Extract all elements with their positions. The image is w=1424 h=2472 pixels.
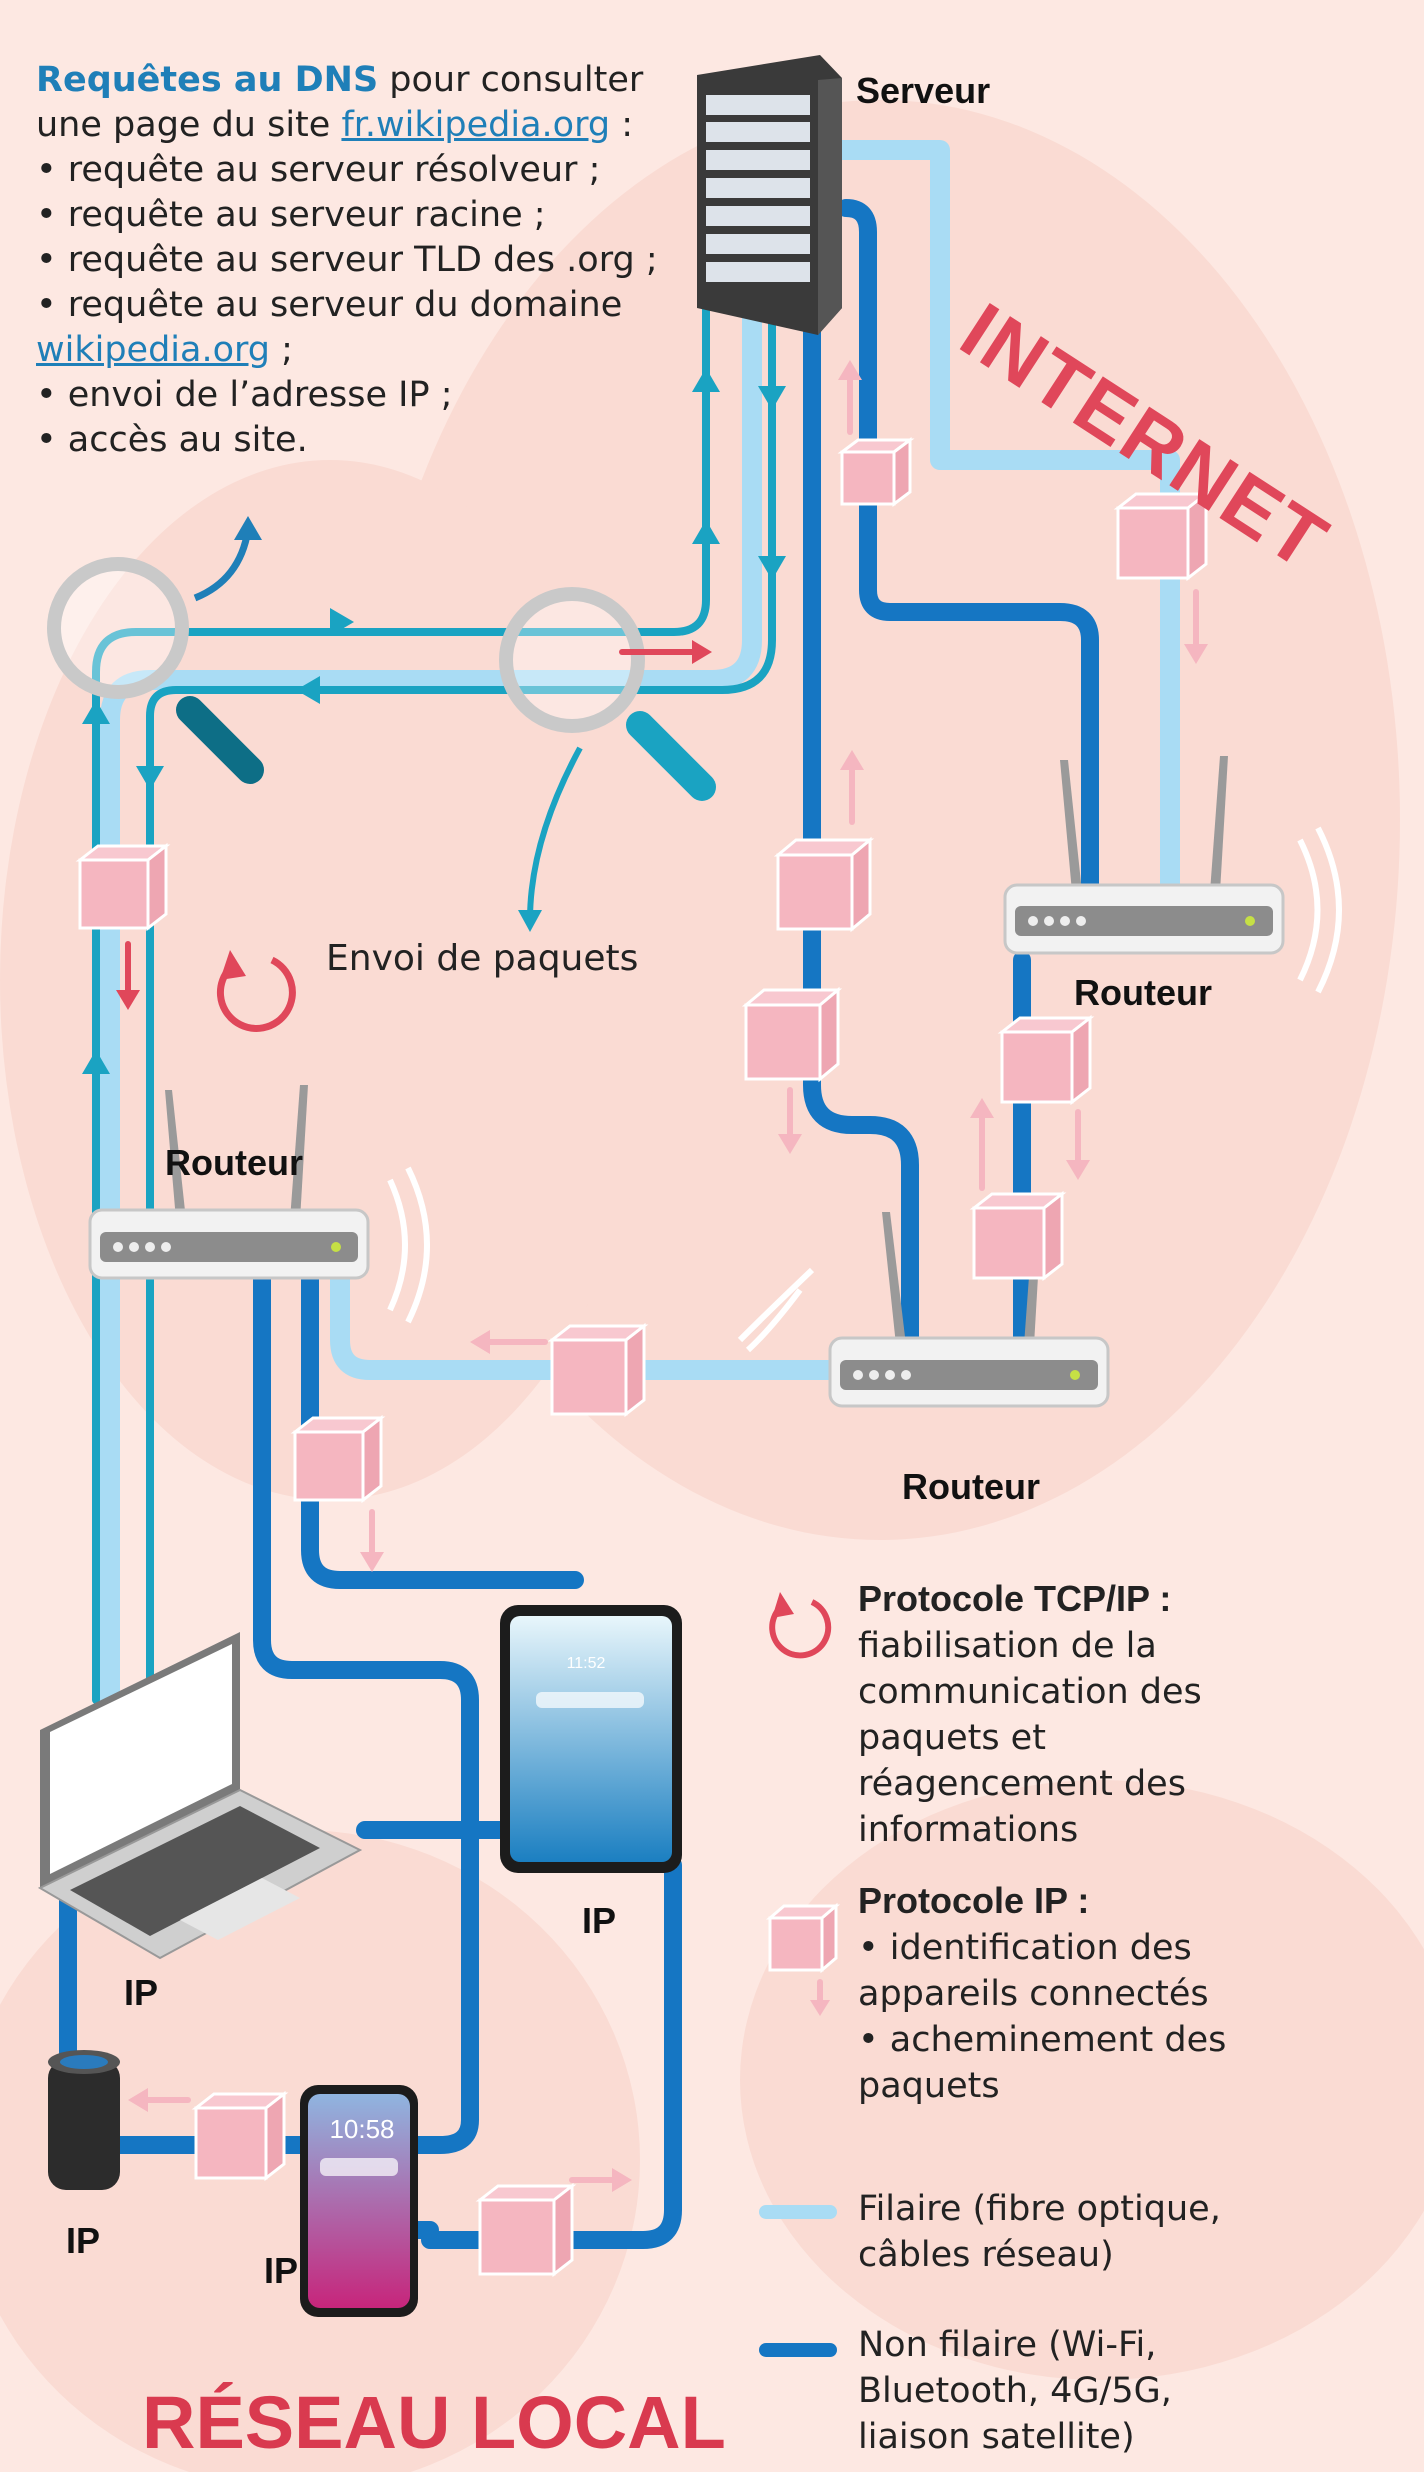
packet-icon	[741, 986, 843, 1083]
intro-item: • accès au site.	[36, 420, 308, 460]
intro-item: • requête au serveur TLD des .org ;	[36, 240, 658, 280]
ip-label: IP	[66, 2220, 101, 2261]
packet-icon	[75, 842, 171, 932]
legend-wireless: Non filaire (Wi-Fi, Bluetooth, 4G/5G, li…	[858, 2322, 1398, 2460]
server-icon	[697, 55, 842, 335]
legend-ip-title: Protocole IP :	[858, 1880, 1090, 1921]
legend-tcp-title: Protocole TCP/IP :	[858, 1578, 1172, 1619]
legend-ip-line: paquets	[858, 2066, 1000, 2106]
legend-tcp: Protocole TCP/IP : fiabilisation de la c…	[858, 1576, 1398, 1853]
intro-item: • envoi de l’adresse IP ;	[36, 375, 453, 415]
phone-time: 10:58	[329, 2114, 394, 2144]
dns-arrow-icon-head	[234, 516, 262, 540]
legend-tcp-line: fiabilisation de la	[858, 1626, 1157, 1666]
magnifier-icon	[499, 587, 716, 801]
legend-wired: Filaire (fibre optique, câbles réseau)	[858, 2186, 1398, 2278]
domain-link[interactable]: wikipedia.org	[36, 330, 271, 370]
legend-wired-line: Filaire (fibre optique,	[858, 2189, 1221, 2229]
packet-icon	[969, 1190, 1067, 1282]
legend-ip-line: appareils connectés	[858, 1974, 1209, 2014]
router-icon	[88, 1085, 430, 1324]
envoi-arrow-icon-head	[518, 910, 542, 932]
legend-ip-line: • acheminement des	[858, 2020, 1227, 2060]
domain-suffix: ;	[270, 330, 293, 370]
packet-icon	[773, 836, 875, 933]
router-icon	[1003, 756, 1342, 994]
packet-icon	[290, 1414, 386, 1504]
packet-icon	[837, 437, 915, 507]
dns-lead: Requêtes au DNS	[36, 60, 379, 100]
intro-item: • requête au serveur résolveur ;	[36, 150, 601, 190]
phone-icon	[300, 2085, 418, 2317]
dns-requests-text: Requêtes au DNS pour consulter une page …	[36, 58, 676, 463]
legend-wired-line: câbles réseau)	[858, 2235, 1114, 2275]
legend-wireless-line: liaison satellite)	[858, 2417, 1135, 2457]
packet-arrowheads	[116, 360, 1208, 2192]
packet-icon	[765, 1902, 841, 1974]
intro-text2: :	[610, 105, 633, 145]
tcp-legend-icon	[769, 1592, 832, 1659]
legend-ip: Protocole IP : • identification des appa…	[858, 1878, 1398, 2109]
legend-tcp-line: paquets et	[858, 1718, 1046, 1758]
intro-item: • requête au serveur du domaine	[36, 285, 623, 325]
ip-label: IP	[264, 2250, 299, 2291]
packet-icon	[475, 2182, 577, 2278]
packet-icon	[191, 2090, 289, 2182]
wired-cables	[100, 140, 1180, 1730]
router-label: Routeur	[165, 1142, 303, 1183]
router-label: Routeur	[1074, 972, 1212, 1013]
packet-icon	[997, 1014, 1095, 1106]
magnifier-icon	[47, 557, 264, 784]
dns-route-arrows	[82, 368, 786, 1074]
packet-icon	[1113, 490, 1211, 582]
legend-wireless-line: Bluetooth, 4G/5G,	[858, 2371, 1172, 2411]
legend-tcp-line: informations	[858, 1810, 1079, 1850]
tablet-icon	[500, 1605, 682, 1873]
envoi-label: Envoi de paquets	[326, 938, 639, 979]
legend-tcp-line: communication des	[858, 1672, 1202, 1712]
laptop-icon	[37, 1632, 363, 1960]
intro-text1: pour consulter une page du site	[36, 60, 644, 145]
ip-label: IP	[124, 1972, 159, 2013]
intro-item: • requête au serveur racine ;	[36, 195, 546, 235]
packets	[75, 437, 1211, 2278]
legend-ip-line: • identification des	[858, 1928, 1192, 1968]
legend-swatches	[759, 2205, 837, 2357]
tcp-cycle-icon	[216, 950, 296, 1032]
legend-wireless-line: Non filaire (Wi-Fi,	[858, 2325, 1157, 2365]
tablet-time: 11:52	[567, 1655, 606, 1672]
dns-route	[92, 286, 776, 1704]
ip-label: IP	[582, 1900, 617, 1941]
packet-icon	[547, 1322, 649, 1418]
router-label: Routeur	[902, 1466, 1040, 1507]
server-label: Serveur	[856, 70, 991, 111]
legend-tcp-line: réagencement des	[858, 1764, 1186, 1804]
smart-speaker-icon	[48, 2050, 120, 2190]
reseau-local-label: RÉSEAU LOCAL	[142, 2381, 726, 2464]
wikipedia-link[interactable]: fr.wikipedia.org	[341, 105, 611, 145]
envoi-arrow-icon	[527, 746, 583, 921]
